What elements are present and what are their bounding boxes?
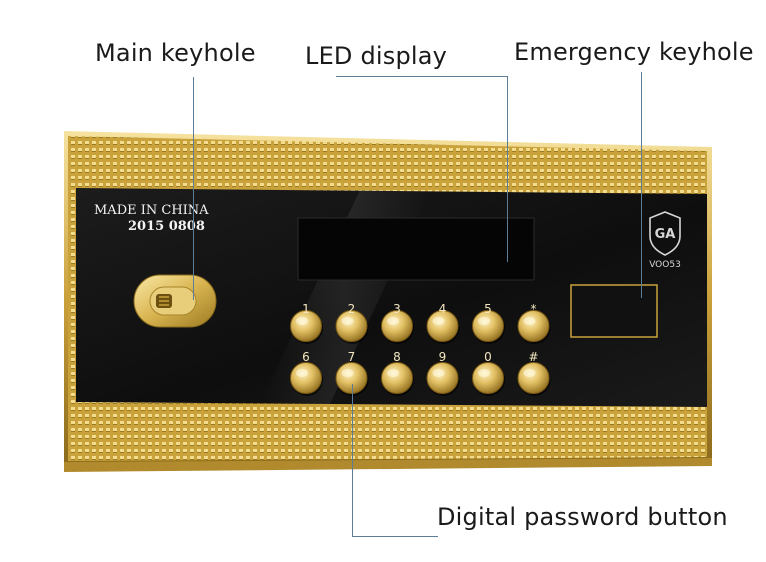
keypad-label: 0 [484,350,492,364]
keypad-button-6[interactable] [290,362,324,397]
keypad-label: 1 [302,302,310,316]
badge-mark: GA [655,227,676,242]
keypad-labels: 1 2 3 4 5 * 6 7 8 9 0 # [302,302,538,364]
keypad-button-5[interactable] [472,310,506,345]
callout-main-keyhole: Main keyhole [95,39,256,67]
keypad-label: 6 [302,350,310,364]
keypad-label: 4 [439,302,447,316]
callout-digital-password-button: Digital password button [437,503,728,531]
keypad-label: 7 [348,350,356,364]
keypad-label: * [531,302,537,316]
keypad-button-2[interactable] [335,310,369,345]
black-face [76,188,707,407]
callout-emergency-keyhole: Emergency keyhole [514,38,754,66]
leader-main-keyhole-v [193,77,194,300]
keypad-button-star[interactable] [517,310,551,345]
main-keyhole-lock [133,274,217,328]
leader-keypad-v [352,384,353,537]
keypad-button-4[interactable] [426,310,460,345]
leader-keypad-h [352,536,438,537]
keypad-button-9[interactable] [426,362,460,397]
date-code-label: 2015 0808 [128,219,205,234]
leader-emergency-v [641,72,642,298]
keypad [290,310,551,397]
keypad-button-hash[interactable] [517,362,551,397]
keypad-label: 8 [393,350,401,364]
certification-badge [649,211,681,256]
led-display-window [297,217,535,281]
keypad-button-0[interactable] [472,362,506,397]
keypad-button-3[interactable] [381,310,415,345]
panel-bevel [64,458,712,472]
keypad-button-7[interactable] [335,362,369,397]
keypad-button-8[interactable] [381,362,415,397]
keypad-label: 9 [439,350,447,364]
badge-code: VOO53 [649,260,681,270]
keypad-label: 2 [348,302,356,316]
emergency-keyhole [570,284,658,338]
made-in-label: MADE IN CHINA [94,203,209,218]
keypad-label: 3 [393,302,401,316]
leader-led-v [507,76,508,262]
keypad-label: 5 [484,302,492,316]
keypad-button-1[interactable] [290,310,324,345]
callout-led-display: LED display [305,42,448,70]
leader-led-h [336,76,508,77]
keypad-label: # [528,350,538,364]
